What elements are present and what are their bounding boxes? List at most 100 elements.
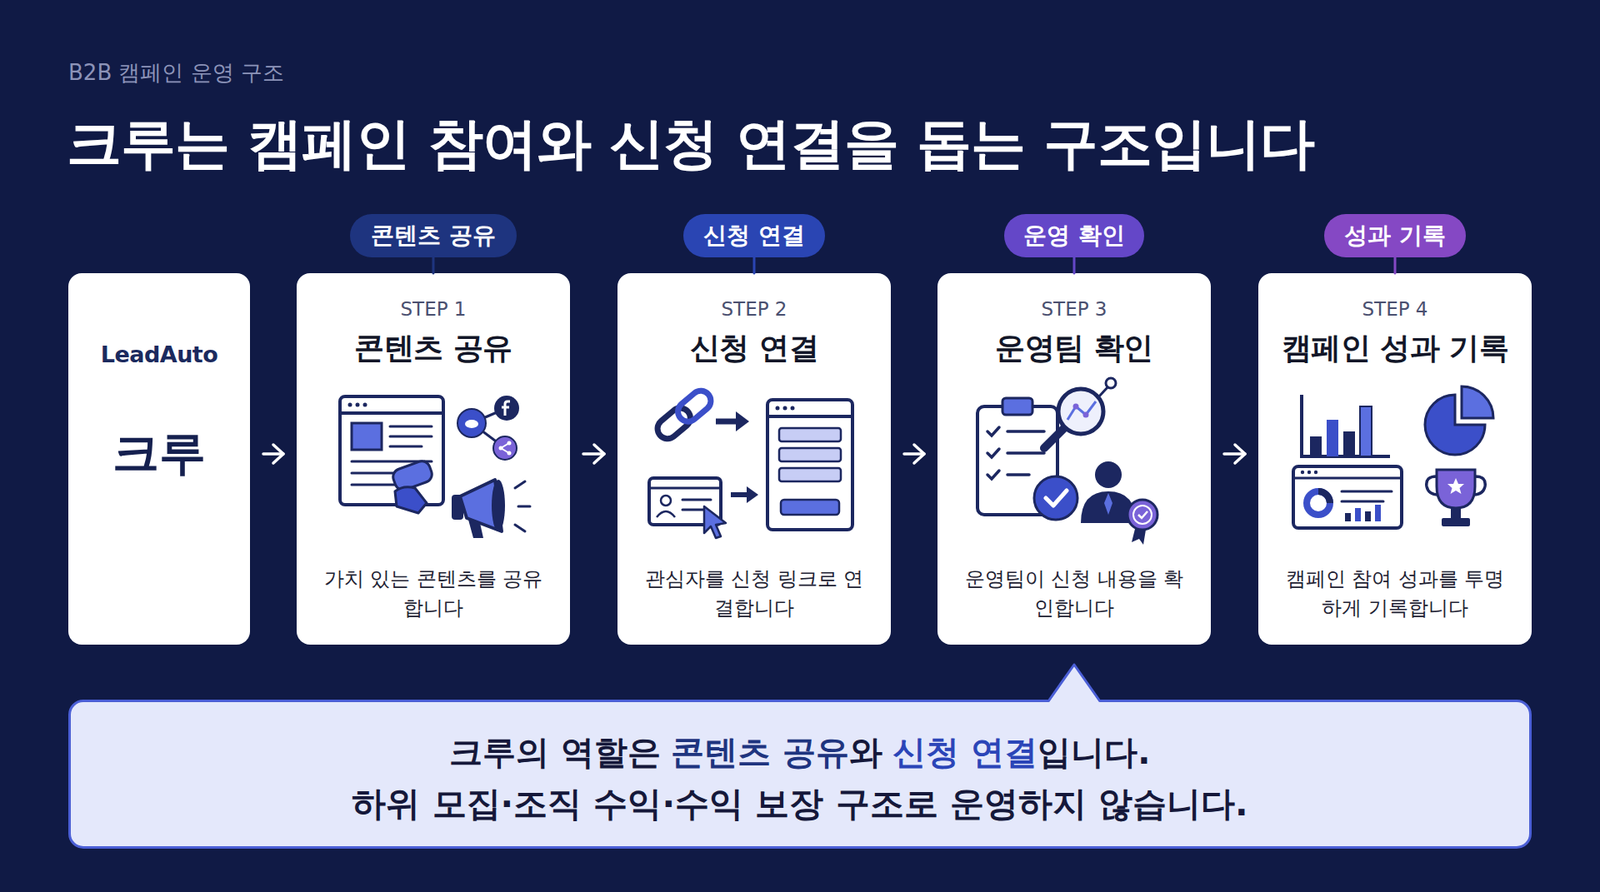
icon-shape (1097, 386, 1109, 399)
step-number: STEP 4 (1258, 296, 1532, 322)
icon-shape (363, 403, 368, 408)
pill-label: 운영 확인 (1023, 220, 1125, 252)
icon-shape (779, 428, 841, 442)
icon-shape (1341, 491, 1392, 502)
pill-label: 성과 기록 (1344, 220, 1446, 252)
step-card: STEP 4캠페인 성과 기록캠페인 참여 성과를 투명하게 기록합니다 (1258, 273, 1532, 645)
icon-shape (499, 446, 504, 451)
icon-shape (767, 415, 853, 419)
arrow-head (914, 445, 925, 464)
icon-shape (790, 406, 795, 411)
step-description: 관심자를 신청 링크로 연결합니다 (641, 565, 867, 624)
arrow-head (1235, 445, 1245, 464)
link-icon (649, 386, 853, 539)
icon-shape (491, 480, 505, 532)
step-title: 콘텐츠 공유 (296, 329, 570, 368)
callout-text: 와 (849, 733, 883, 772)
callout-line: 크루의 역할은콘텐츠 공유와신청 연결입니다. (70, 730, 1530, 775)
icon-shape (1045, 490, 1067, 506)
icon-shape (1345, 513, 1351, 522)
icon-shape (340, 396, 444, 505)
callout-text: 입니다. (1037, 733, 1150, 772)
step-number: STEP 3 (937, 296, 1211, 322)
pill-label: 콘텐츠 공유 (370, 220, 496, 252)
icon-shape (779, 468, 841, 482)
tag-connector (1395, 257, 1396, 274)
icon-shape (1365, 511, 1371, 522)
icon-shape (1058, 389, 1104, 435)
icon-shape (649, 487, 721, 490)
icon-shape (1034, 476, 1078, 520)
step-tag-pill: 신청 연결 (683, 214, 825, 258)
icon-shape (493, 436, 517, 460)
step-tag-pill: 콘텐츠 공유 (350, 214, 517, 258)
callout-box: 크루의 역할은콘텐츠 공유와신청 연결입니다.하위 모집·조직 수익·수익 보장… (68, 700, 1532, 850)
icon-shape (715, 419, 740, 425)
icon-shape (1307, 470, 1311, 475)
icon-shape (340, 411, 444, 415)
icon-shape (1450, 508, 1461, 520)
arrow-head (594, 445, 605, 464)
connector-line (904, 452, 925, 456)
icon-shape (1048, 665, 1100, 702)
icon-shape (1095, 461, 1122, 489)
step-tag-pill: 운영 확인 (1004, 214, 1145, 258)
icon-shape (682, 500, 711, 510)
icon-shape (451, 495, 464, 520)
icon-shape (1436, 470, 1475, 509)
step-description: 운영팀이 신청 내용을 확인합니다 (961, 565, 1187, 624)
icon-shape (1131, 525, 1146, 545)
icon-shape (1447, 478, 1465, 495)
step-number: STEP 2 (617, 296, 891, 322)
icon-shape (1133, 505, 1152, 525)
icon-shape (674, 386, 715, 426)
icon-shape (653, 404, 695, 444)
icon-shape (1293, 477, 1402, 480)
icon-shape (507, 451, 512, 456)
step-tag-pill: 성과 기록 (1324, 214, 1466, 258)
icon-shape (653, 386, 715, 443)
pill-label: 신청 연결 (703, 220, 805, 252)
icon-shape (1441, 518, 1470, 527)
icon-shape (656, 511, 675, 518)
icon-shape (1083, 412, 1090, 419)
icon-shape (780, 500, 840, 515)
icon-shape (767, 400, 853, 530)
icon-shape (515, 481, 530, 532)
icon-shape (1360, 406, 1372, 457)
connector-line (1073, 257, 1076, 274)
icon-shape (1127, 500, 1158, 530)
callout-pointer (1048, 665, 1100, 704)
icon-shape (460, 480, 502, 532)
icon-shape (457, 409, 486, 438)
icon-shape (746, 486, 759, 504)
icon-shape (1067, 401, 1096, 420)
icon-shape (1138, 511, 1148, 519)
icon-shape (660, 495, 671, 506)
icon-shape (348, 403, 353, 408)
icon-shape (390, 459, 435, 493)
callout-text: 신청 연결 (892, 733, 1038, 772)
flow-arrow (583, 445, 605, 464)
icon-shape (1310, 436, 1322, 457)
crew-label: 크루 (68, 426, 250, 480)
result-icon (1293, 386, 1494, 529)
icon-shape (779, 448, 841, 462)
icon-shape (1326, 420, 1339, 457)
icon-shape (1318, 491, 1330, 504)
connector-line (1224, 452, 1245, 456)
connector-line (583, 452, 605, 456)
step-title: 캠페인 성과 기록 (1258, 329, 1532, 368)
icon-shape (500, 443, 510, 454)
icon-shape (1293, 466, 1402, 529)
step-card: STEP 2신청 연결관심자를 신청 링크로 연결합니다 (617, 273, 891, 645)
icon-shape (775, 406, 780, 411)
review-icon (977, 378, 1158, 545)
callout-text: 콘텐츠 공유 (670, 733, 850, 772)
icon-shape (1105, 378, 1116, 389)
brand-name: LeadAuto (68, 340, 250, 370)
icon-shape (351, 426, 432, 485)
icon-shape (1425, 395, 1485, 455)
